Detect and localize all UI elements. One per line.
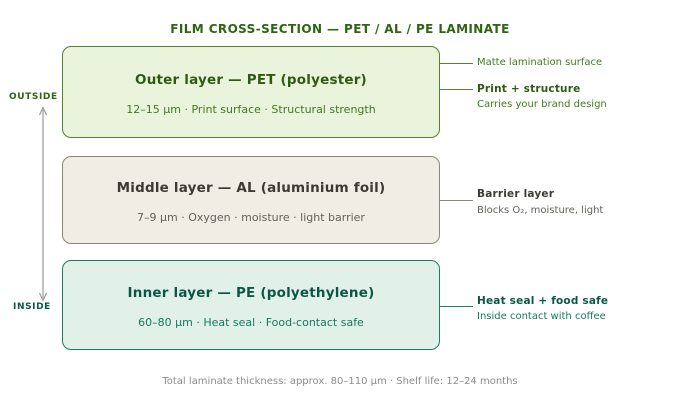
layer-al-meta: 7–9 μm · Oxygen · moisture · light barri… xyxy=(137,210,365,224)
outside-label: OUTSIDE xyxy=(9,92,58,102)
connector-print-structure xyxy=(440,89,473,90)
outside-inside-arrow-icon xyxy=(38,106,48,302)
annotation-heat-seal-sub: Inside contact with coffee xyxy=(477,311,606,322)
annotation-barrier-title: Barrier layer xyxy=(477,188,555,200)
diagram-title: FILM CROSS-SECTION — PET / AL / PE LAMIN… xyxy=(170,22,510,36)
footer-summary: Total laminate thickness: approx. 80–110… xyxy=(162,376,518,387)
annotation-barrier-sub: Blocks O₂, moisture, light xyxy=(477,205,604,216)
inside-label: INSIDE xyxy=(13,302,51,312)
layer-pe-heading: Inner layer — PE (polyethylene) xyxy=(127,284,375,301)
connector-heat-seal xyxy=(439,306,473,307)
layer-box-pet: Outer layer — PET (polyester) 12–15 μm ·… xyxy=(62,46,440,138)
layer-box-al: Middle layer — AL (aluminium foil) 7–9 μ… xyxy=(62,156,440,244)
connector-matte-surface xyxy=(440,63,473,64)
layer-box-pe: Inner layer — PE (polyethylene) 60–80 μm… xyxy=(62,260,440,350)
layer-pet-meta: 12–15 μm · Print surface · Structural st… xyxy=(126,102,376,116)
annotation-print-structure-sub: Carries your brand design xyxy=(477,99,607,110)
layer-al-heading: Middle layer — AL (aluminium foil) xyxy=(116,179,386,196)
annotation-print-structure-title: Print + structure xyxy=(477,83,581,95)
annotation-heat-seal-title: Heat seal + food safe xyxy=(477,295,609,307)
connector-barrier-layer xyxy=(439,200,473,201)
layer-pet-heading: Outer layer — PET (polyester) xyxy=(135,71,367,88)
layer-pe-meta: 60–80 μm · Heat seal · Food-contact safe xyxy=(138,315,364,329)
annotation-matte-surface: Matte lamination surface xyxy=(477,57,603,68)
